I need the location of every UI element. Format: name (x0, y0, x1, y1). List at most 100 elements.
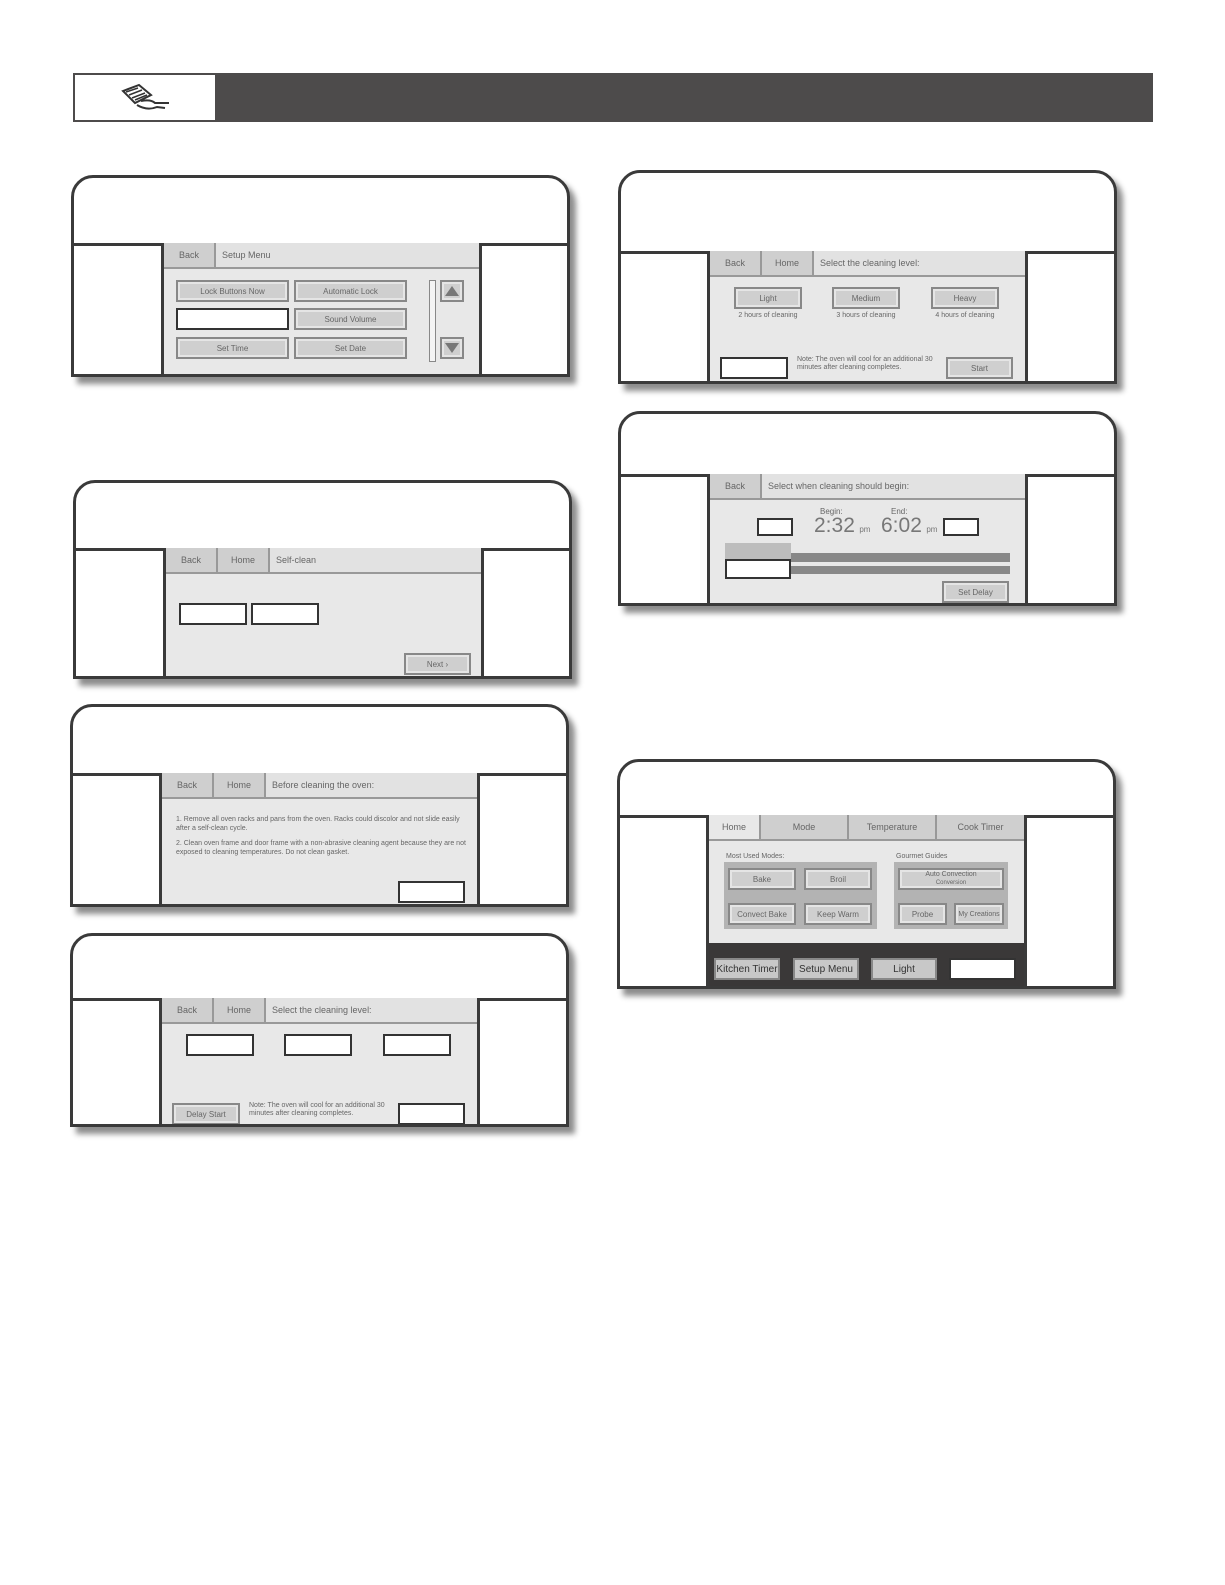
screen: Back Home Select the cleaning level: Lig… (707, 251, 1028, 381)
back-button[interactable]: Back (164, 243, 216, 267)
screen: Back Home Self-clean Next › (163, 548, 484, 676)
set-delay-button[interactable]: Set Delay (942, 581, 1009, 603)
header-icon-box (73, 73, 217, 122)
light-duration: 2 hours of cleaning (738, 312, 798, 319)
highlighted-blank-button[interactable] (720, 357, 788, 379)
screen-title: Select when cleaning should begin: (768, 481, 910, 491)
set-date-button[interactable]: Set Date (294, 337, 407, 359)
bake-button[interactable]: Bake (728, 868, 796, 890)
cooling-note: Note: The oven will cool for an addition… (797, 356, 933, 371)
time-slider-bar-bottom[interactable] (725, 566, 1010, 574)
gourmet-guides-label: Gourmet Guides (896, 853, 948, 860)
instruction-step-2: 2. Clean oven frame and door frame with … (176, 840, 466, 856)
highlighted-blank-button[interactable] (251, 603, 319, 625)
highlighted-blank-button[interactable] (186, 1034, 254, 1056)
screen: Back Home Select the cleaning level: Del… (159, 998, 480, 1124)
highlighted-blank-button[interactable] (949, 958, 1016, 980)
screen: Back Setup Menu Lock Buttons Now Automat… (161, 243, 482, 374)
home-button[interactable]: Home (218, 548, 270, 572)
screen: Back Select when cleaning should begin: … (707, 474, 1028, 603)
end-time: 6:02 pm (881, 514, 937, 538)
next-button[interactable]: Next › (404, 653, 471, 675)
begin-time-value: 2:32 (814, 514, 855, 537)
end-time-adjust-button[interactable] (943, 518, 979, 536)
convect-bake-button[interactable]: Convect Bake (728, 903, 796, 925)
header-bar (73, 73, 1153, 122)
begin-time-adjust-button[interactable] (757, 518, 793, 536)
tab-temperature[interactable]: Temperature (849, 815, 937, 839)
up-arrow-icon (445, 286, 459, 296)
highlighted-blank-button[interactable] (383, 1034, 451, 1056)
keep-warm-button[interactable]: Keep Warm (804, 903, 872, 925)
panel-delay-start: Back Select when cleaning should begin: … (618, 411, 1117, 606)
cleaning-hand-icon (121, 83, 169, 110)
lock-buttons-now-button[interactable]: Lock Buttons Now (176, 280, 289, 302)
panel-cleaning-level-blank: Back Home Select the cleaning level: Del… (70, 933, 569, 1127)
delay-start-button[interactable]: Delay Start (172, 1103, 240, 1124)
highlighted-blank-button[interactable] (398, 1103, 465, 1124)
light-level-button[interactable]: Light (734, 287, 802, 309)
highlighted-blank-button[interactable] (179, 603, 247, 625)
scroll-down-button[interactable] (440, 337, 464, 359)
panel-setup-menu: Back Setup Menu Lock Buttons Now Automat… (71, 175, 570, 377)
auto-convection-label: Auto Convection (925, 871, 977, 878)
broil-button[interactable]: Broil (804, 868, 872, 890)
sound-volume-button[interactable]: Sound Volume (294, 308, 407, 330)
medium-duration: 3 hours of cleaning (836, 312, 896, 319)
screen-title: Before cleaning the oven: (272, 780, 375, 790)
highlighted-blank-button[interactable] (284, 1034, 352, 1056)
panel-before-cleaning: Back Home Before cleaning the oven: 1. R… (70, 704, 569, 907)
end-time-value: 6:02 (881, 514, 922, 537)
highlighted-blank-button[interactable] (176, 308, 289, 330)
time-slider-bar-top[interactable] (725, 553, 1010, 562)
scroll-up-button[interactable] (440, 280, 464, 302)
cooling-note: Note: The oven will cool for an addition… (249, 1102, 385, 1117)
auto-convection-conversion-button[interactable]: Auto Convection Conversion (898, 868, 1004, 890)
screen-title: Setup Menu (222, 250, 271, 260)
panel-cleaning-level: Back Home Select the cleaning level: Lig… (618, 170, 1117, 384)
down-arrow-icon (445, 343, 459, 353)
home-button[interactable]: Home (214, 998, 266, 1022)
screen-title: Select the cleaning level: (272, 1005, 372, 1015)
tab-cook-timer[interactable]: Cook Timer (937, 815, 1024, 839)
my-creations-button[interactable]: My Creations (954, 903, 1004, 925)
screen: Home Mode Temperature Cook Timer Most Us… (706, 815, 1027, 986)
home-button[interactable]: Home (762, 251, 814, 275)
begin-time: 2:32 pm (814, 514, 870, 538)
back-button[interactable]: Back (710, 251, 762, 275)
back-button[interactable]: Back (166, 548, 218, 572)
time-slider-handle-gray (725, 543, 791, 561)
back-button[interactable]: Back (710, 474, 762, 498)
begin-ampm: pm (859, 525, 871, 534)
light-button[interactable]: Light (871, 958, 937, 980)
back-button[interactable]: Back (162, 773, 214, 797)
end-ampm: pm (926, 525, 938, 534)
setup-menu-button[interactable]: Setup Menu (793, 958, 859, 980)
set-time-button[interactable]: Set Time (176, 337, 289, 359)
end-label: End: (891, 507, 908, 516)
start-button[interactable]: Start (946, 357, 1013, 379)
probe-button[interactable]: Probe (898, 903, 947, 925)
kitchen-timer-button[interactable]: Kitchen Timer (714, 958, 780, 980)
screen-title: Select the cleaning level: (820, 258, 920, 268)
home-content-area: Home Mode Temperature Cook Timer Most Us… (709, 815, 1024, 943)
panel-self-clean: Back Home Self-clean Next › (73, 480, 572, 679)
conversion-label: Conversion (935, 880, 967, 886)
home-button[interactable]: Home (214, 773, 266, 797)
instruction-step-1: 1. Remove all oven racks and pans from t… (176, 816, 460, 832)
tab-mode[interactable]: Mode (761, 815, 849, 839)
screen-title: Self-clean (276, 555, 317, 565)
automatic-lock-button[interactable]: Automatic Lock (294, 280, 407, 302)
back-button[interactable]: Back (162, 998, 214, 1022)
panel-home-screen: Home Mode Temperature Cook Timer Most Us… (617, 759, 1116, 989)
screen: Back Home Before cleaning the oven: 1. R… (159, 773, 480, 904)
highlighted-blank-button[interactable] (398, 881, 465, 903)
heavy-duration: 4 hours of cleaning (935, 312, 995, 319)
medium-level-button[interactable]: Medium (832, 287, 900, 309)
time-slider-handle[interactable] (725, 559, 791, 579)
scrollbar[interactable] (429, 280, 436, 362)
most-used-label: Most Used Modes: (726, 853, 785, 860)
heavy-level-button[interactable]: Heavy (931, 287, 999, 309)
tab-home[interactable]: Home (709, 815, 761, 839)
begin-label: Begin: (820, 507, 843, 516)
